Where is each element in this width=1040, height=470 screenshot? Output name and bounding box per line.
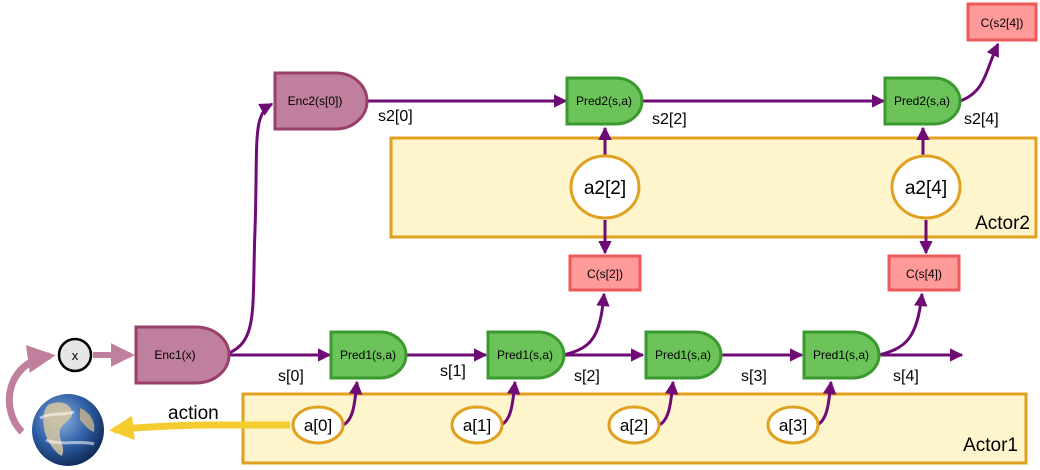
state2-label: s2[0] (378, 108, 413, 125)
connectors (5, 42, 1000, 435)
svg-text:a[1]: a[1] (463, 416, 491, 435)
pred2-node: Pred2(s,a) (883, 76, 962, 126)
enc1-node: Enc1(x) (134, 325, 231, 385)
a2-arrow (658, 380, 679, 427)
svg-text:Pred2(s,a): Pred2(s,a) (894, 94, 950, 108)
action2-node: a2[4] (890, 154, 962, 220)
state-label: s[0] (278, 368, 304, 385)
cost-node: C(s[4]) (887, 254, 961, 292)
action1-node: a[1] (450, 405, 504, 445)
action1-node: a[0] (291, 405, 345, 445)
svg-text:Pred1(s,a): Pred1(s,a) (340, 348, 396, 362)
enc2-label: Enc2(s[0]) (288, 94, 343, 108)
svg-text:C(s[4]): C(s[4]) (906, 267, 942, 281)
action-label: action (168, 403, 219, 424)
state2-label: s2[2] (652, 111, 687, 128)
state-label: s[3] (741, 368, 767, 385)
pred1-node: Pred1(s,a) (329, 330, 408, 380)
pred2-to-cost-arrow (959, 42, 1000, 103)
enc2-node: Enc2(s[0]) (273, 71, 369, 131)
pred1d-to-cost-arrow (878, 292, 928, 357)
svg-text:a2[4]: a2[4] (905, 178, 947, 199)
state-label: s[1] (440, 363, 466, 380)
a1-arrow (500, 380, 521, 427)
cost-node: C(s[2]) (568, 254, 642, 292)
action1-node: a[2] (607, 405, 661, 445)
a0-arrow (342, 380, 363, 427)
action2-node: a2[2] (569, 154, 641, 220)
pred2-node: Pred2(s,a) (565, 76, 644, 126)
x-node: x (57, 337, 93, 373)
enc1-to-enc2-arrow (228, 102, 274, 355)
svg-text:C(s[2]): C(s[2]) (587, 267, 623, 281)
svg-text:a2[2]: a2[2] (584, 178, 626, 199)
enc1-label: Enc1(x) (154, 348, 195, 362)
pred1-node: Pred1(s,a) (644, 330, 723, 380)
action1-node: a[3] (766, 405, 820, 445)
earth-icon (32, 394, 104, 466)
state-label: s[2] (574, 368, 600, 385)
state-label: s[4] (893, 368, 919, 385)
cost-node: C(s2[4]) (966, 2, 1038, 42)
a3-arrow (816, 380, 837, 427)
x-label: x (72, 348, 79, 363)
actor1-label: Actor1 (963, 435, 1018, 456)
svg-text:C(s2[4]): C(s2[4]) (981, 16, 1024, 30)
actor2-label: Actor2 (975, 213, 1030, 234)
state2-label: s2[4] (964, 111, 999, 128)
svg-text:a[2]: a[2] (620, 416, 648, 435)
svg-text:Pred1(s,a): Pred1(s,a) (813, 348, 869, 362)
svg-text:a[3]: a[3] (779, 416, 807, 435)
svg-text:Pred1(s,a): Pred1(s,a) (655, 348, 711, 362)
observation-arrow (5, 345, 56, 435)
pred1b-to-cost-arrow (563, 292, 610, 357)
svg-text:a[0]: a[0] (304, 416, 332, 435)
action-arrow (109, 415, 290, 441)
pred1-node: Pred1(s,a) (802, 330, 881, 380)
pred1-node: Pred1(s,a) (486, 330, 566, 380)
svg-text:Pred2(s,a): Pred2(s,a) (576, 94, 632, 108)
svg-text:Pred1(s,a): Pred1(s,a) (497, 348, 553, 362)
